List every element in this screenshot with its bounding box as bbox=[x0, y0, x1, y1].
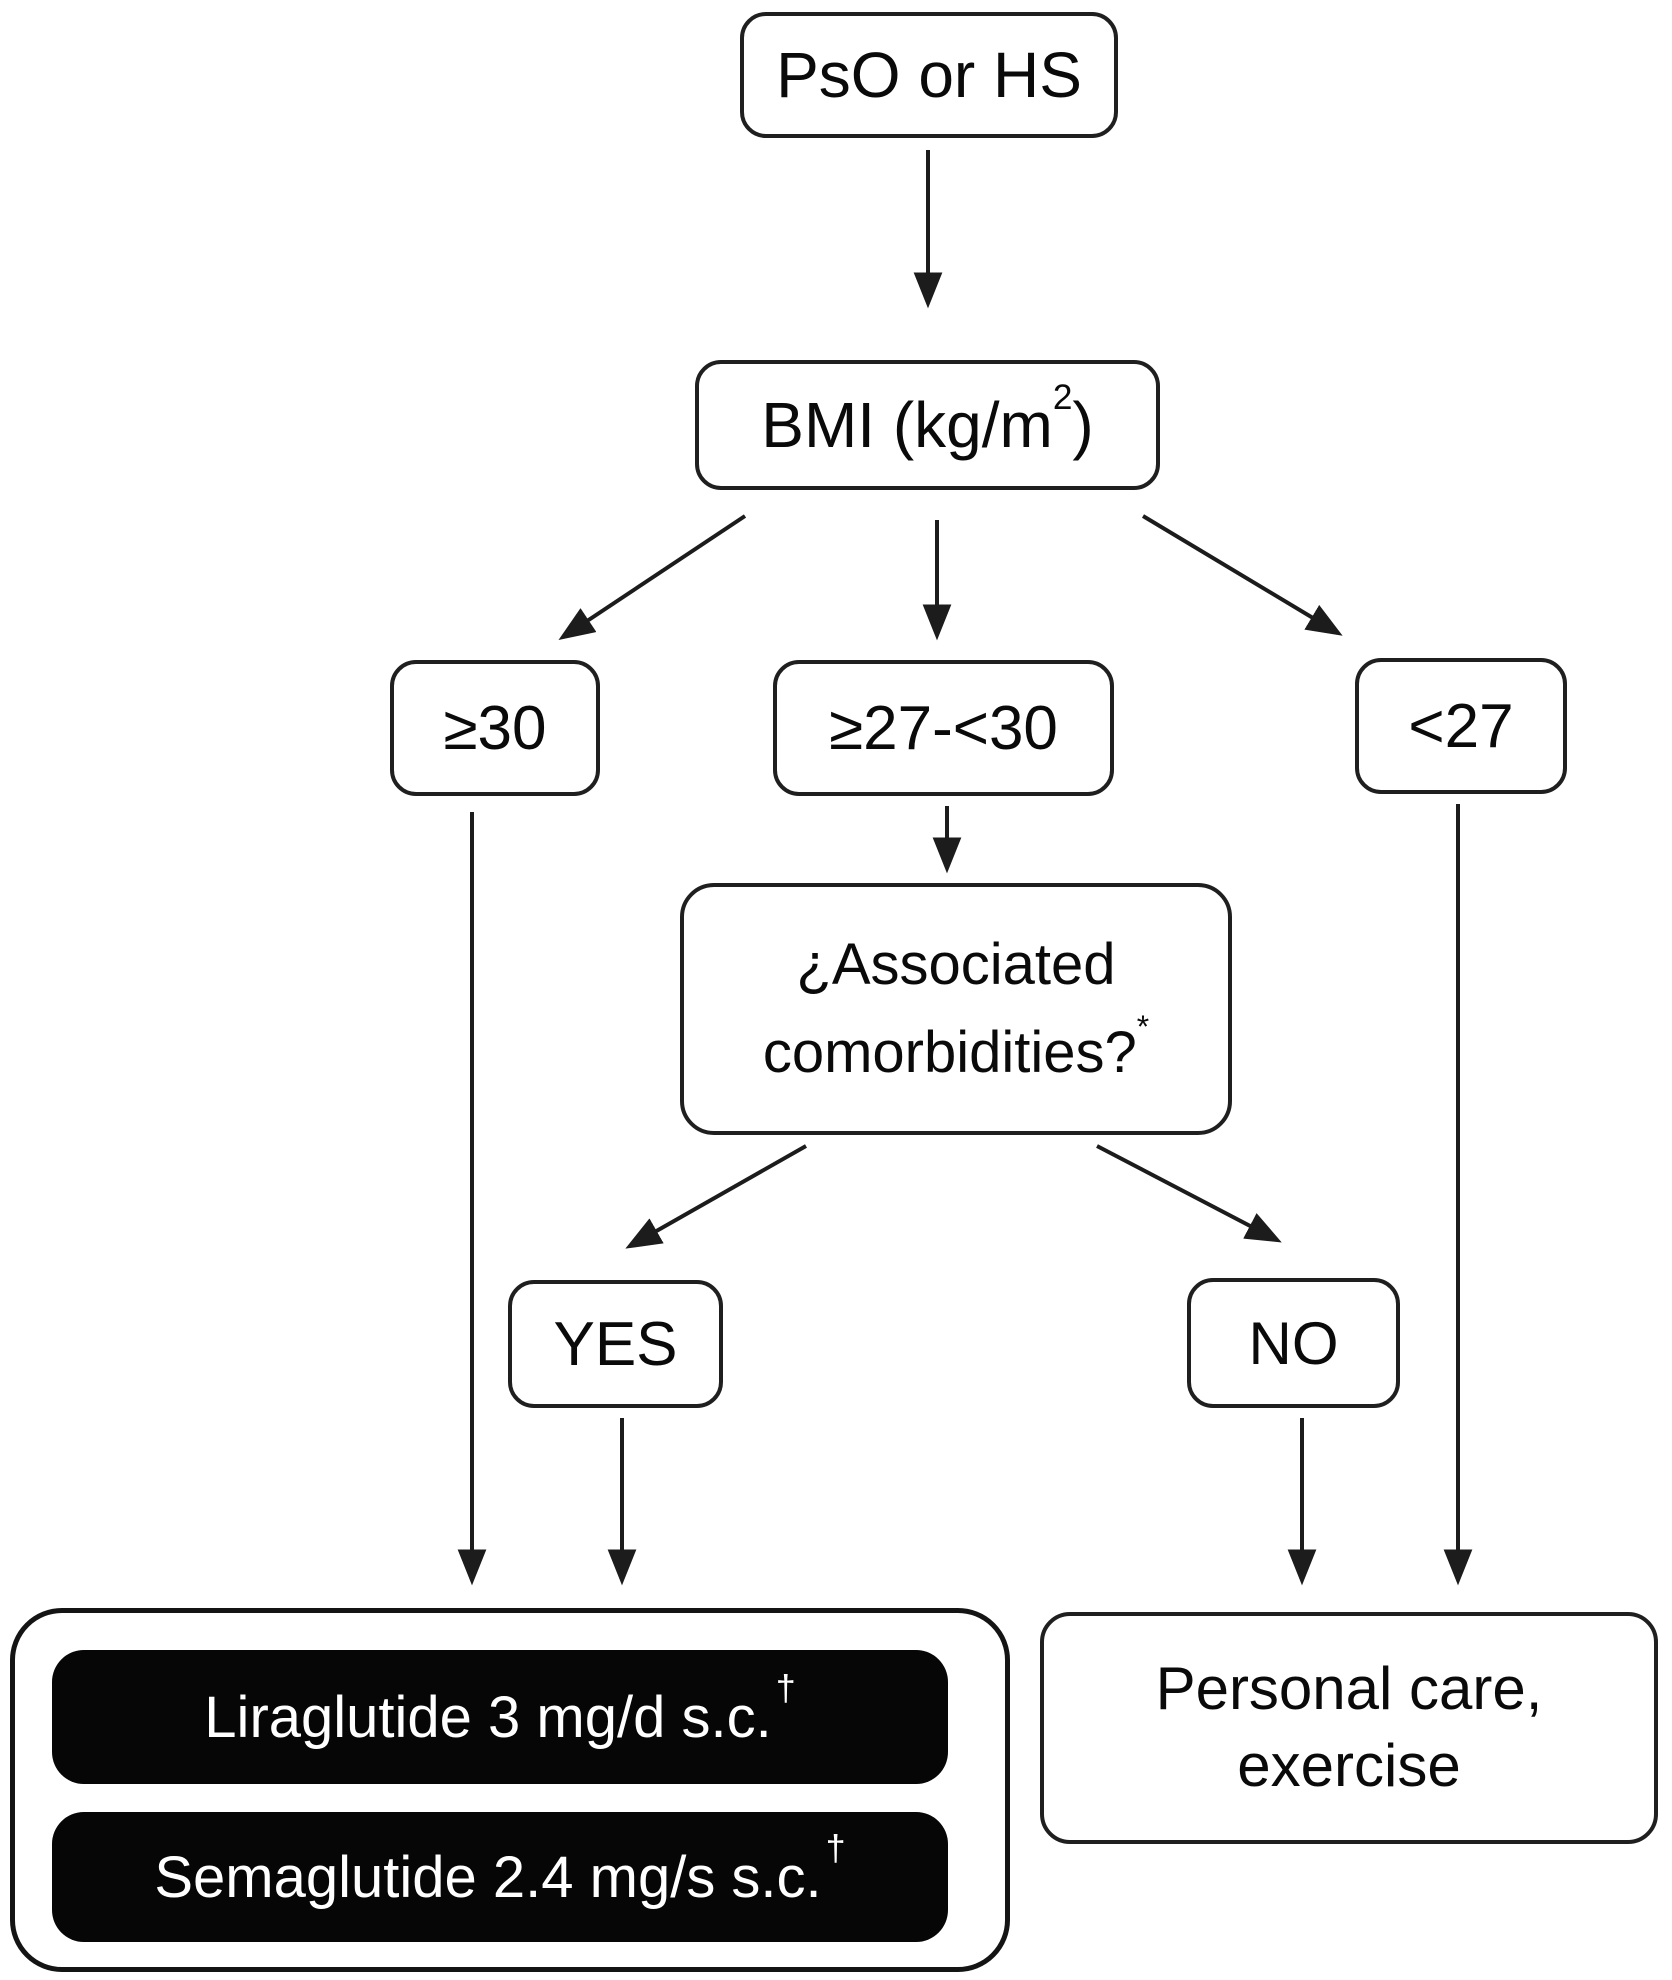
node-no-label: NO bbox=[1248, 1309, 1339, 1377]
node-bmi-27-to-30-label: ≥27-<30 bbox=[829, 693, 1058, 763]
arrow-bmi-to-lt27 bbox=[1141, 514, 1343, 636]
node-bmi-ge-30: ≥30 bbox=[390, 660, 600, 796]
treatment-semaglutide: Semaglutide 2.4 mg/s s.c.† bbox=[52, 1812, 948, 1942]
node-no: NO bbox=[1187, 1278, 1400, 1408]
node-yes-label: YES bbox=[553, 1309, 678, 1379]
personal-care-line-1: Personal care, bbox=[1155, 1655, 1543, 1723]
comorbidities-line-1: ¿Associated bbox=[796, 932, 1116, 997]
personal-care-line-2: exercise bbox=[1237, 1732, 1461, 1799]
arrow-comorbidities-to-yes bbox=[625, 1144, 807, 1249]
treatment-semaglutide-label: Semaglutide 2.4 mg/s s.c.† bbox=[154, 1827, 846, 1910]
node-yes: YES bbox=[508, 1280, 723, 1408]
arrow-comorbidities-to-no bbox=[1096, 1144, 1282, 1243]
node-bmi-lt-27: <27 bbox=[1355, 658, 1567, 794]
arrow-bmi-to-ge30 bbox=[558, 514, 747, 640]
node-treatment-group: Liraglutide 3 mg/d s.c.† Semaglutide 2.4… bbox=[10, 1608, 1010, 1972]
node-personal-care: Personal care, exercise bbox=[1040, 1612, 1658, 1844]
node-bmi-label: BMI (kg/m2) bbox=[761, 377, 1094, 461]
treatment-liraglutide: Liraglutide 3 mg/d s.c.† bbox=[52, 1650, 948, 1784]
node-bmi-lt-27-label: <27 bbox=[1408, 691, 1514, 761]
comorbidities-line-2: comorbidities?* bbox=[762, 1008, 1150, 1085]
node-bmi: BMI (kg/m2) bbox=[695, 360, 1160, 490]
node-bmi-ge-30-label: ≥30 bbox=[443, 693, 547, 763]
node-associated-comorbidities: ¿Associated comorbidities?* bbox=[680, 883, 1232, 1135]
node-pso-label: PsO or HS bbox=[776, 39, 1082, 111]
treatment-liraglutide-label: Liraglutide 3 mg/d s.c.† bbox=[204, 1667, 796, 1750]
node-pso-or-hs: PsO or HS bbox=[740, 12, 1118, 138]
node-bmi-27-to-30: ≥27-<30 bbox=[773, 660, 1114, 796]
